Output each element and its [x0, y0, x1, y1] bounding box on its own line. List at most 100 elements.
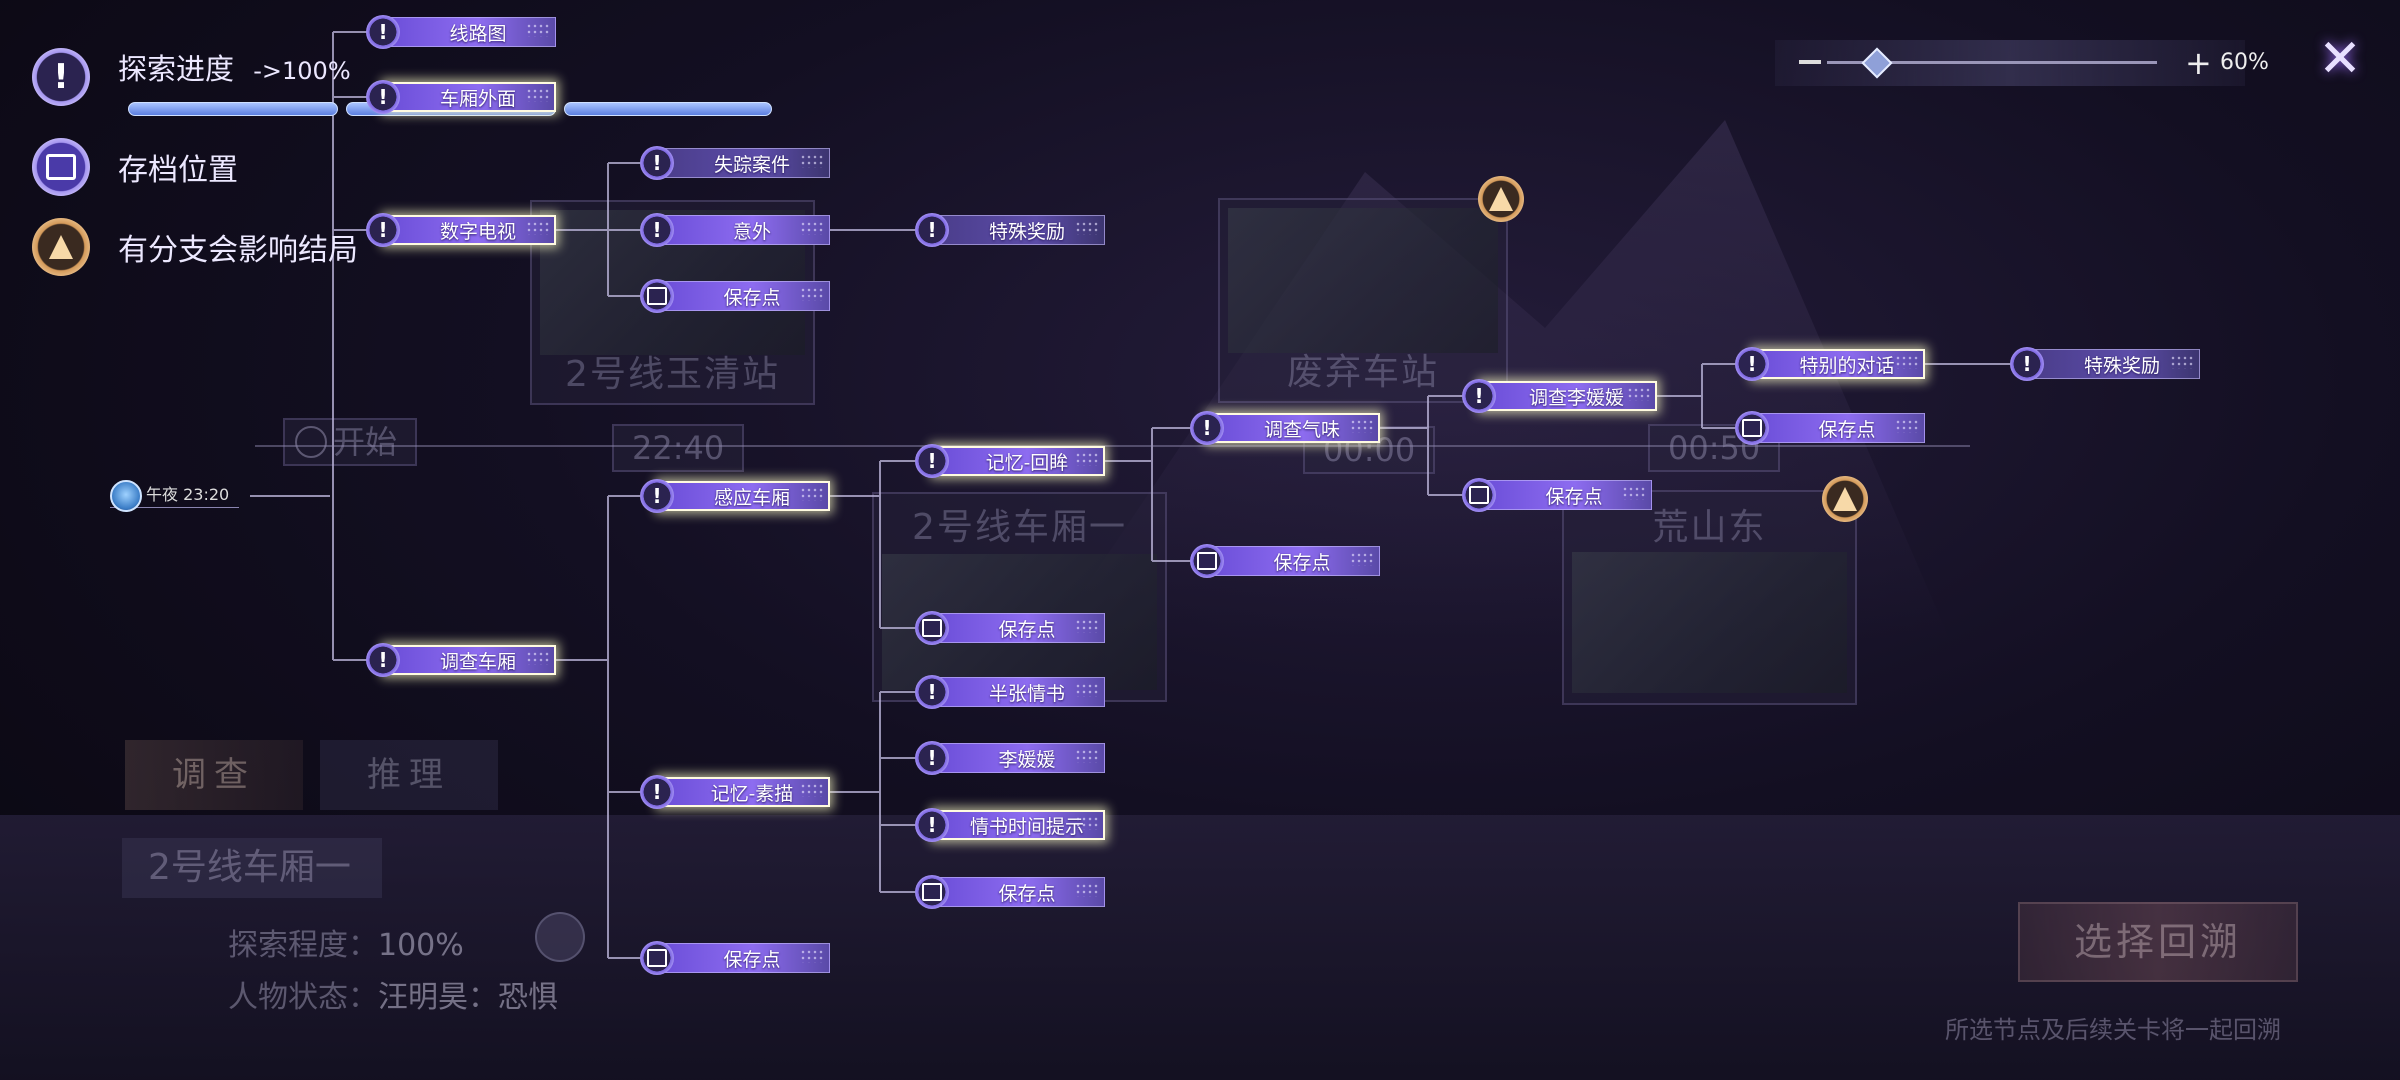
node-label: 特殊奖励 [2083, 354, 2160, 377]
explore-value: 100% [378, 928, 464, 963]
zoom-slider-track[interactable] [1827, 61, 2157, 64]
exclamation-icon: ! [2010, 347, 2044, 381]
station-name: 2号线玉清站 [565, 354, 780, 395]
select-rollback-button[interactable]: 选择回溯 [2018, 902, 2298, 982]
node-label: 调查李媛媛 [1528, 386, 1624, 409]
rollback-hint: 所选节点及后续关卡将一起回溯 [1945, 1016, 2281, 1044]
node-save-6[interactable]: 保存点 [915, 875, 1105, 909]
dot-pattern [800, 287, 824, 301]
node-investigate-li[interactable]: ! 调查李媛媛 [1462, 379, 1657, 413]
dot-pattern [1075, 816, 1099, 830]
node-label: 保存点 [723, 948, 781, 971]
exclamation-icon: ! [1462, 379, 1496, 413]
progress-value: ->100% [253, 57, 351, 85]
node-accident[interactable]: ! 意外 [640, 213, 830, 247]
node-save-4[interactable]: 保存点 [1462, 478, 1652, 512]
node-label: 车厢外面 [439, 87, 516, 110]
dot-pattern [1350, 552, 1374, 566]
tab-reason[interactable]: 推理 [320, 740, 498, 810]
exclamation-icon: ! [640, 479, 674, 513]
start-marker[interactable]: 开始 [283, 418, 418, 466]
zoom-out-button[interactable] [1799, 60, 1821, 64]
node-label: 保存点 [1818, 418, 1876, 441]
dot-pattern [1350, 419, 1374, 433]
branch-marker-icon [1478, 176, 1524, 222]
time-marker-2240: 22:40 [612, 424, 745, 472]
node-special-dialog[interactable]: ! 特别的对话 [1735, 347, 1925, 381]
node-digital-tv[interactable]: ! 数字电视 [366, 213, 556, 247]
dot-pattern [1622, 486, 1646, 500]
exclamation-icon: ! [915, 444, 949, 478]
branch-legend-label: 有分支会影响结局 [118, 233, 358, 268]
node-special-reward-2[interactable]: ! 特殊奖励 [2010, 347, 2200, 381]
node-label: 调查车厢 [439, 650, 516, 673]
play-icon [295, 426, 327, 458]
exclamation-icon: ! [366, 80, 400, 114]
node-memory-glance[interactable]: ! 记忆-回眸 [915, 444, 1105, 478]
node-save-3[interactable]: 保存点 [1190, 544, 1380, 578]
node-save-2[interactable]: 保存点 [915, 611, 1105, 645]
dot-pattern [1627, 387, 1651, 401]
zoom-slider-thumb[interactable] [1860, 47, 1893, 79]
station-photo [1572, 552, 1847, 693]
zoom-control: + 60% [1775, 40, 2269, 86]
dot-pattern [1075, 683, 1099, 697]
station-name: 废弃车站 [1286, 352, 1439, 393]
exclamation-icon: ! [1190, 411, 1224, 445]
node-save-5[interactable]: 保存点 [1735, 411, 1925, 445]
save-folder-icon [640, 279, 674, 313]
save-folder-icon [1462, 478, 1496, 512]
car-card-title: 2号线车厢一 [912, 507, 1127, 548]
zoom-in-button[interactable]: + [2185, 44, 2212, 82]
dot-pattern [2170, 355, 2194, 369]
dot-pattern [526, 221, 550, 235]
share-icon[interactable] [535, 912, 585, 962]
node-label: 失踪案件 [713, 153, 790, 176]
moon-cloud-icon [110, 480, 142, 512]
dot-pattern [800, 949, 824, 963]
legend-save: 存档位置 [32, 138, 238, 196]
start-time-label: 午夜 23:20 [146, 485, 230, 504]
node-investigate-car[interactable]: ! 调查车厢 [366, 643, 556, 677]
node-sense-car[interactable]: ! 感应车厢 [640, 479, 830, 513]
save-legend-label: 存档位置 [118, 153, 238, 188]
node-missing-case[interactable]: ! 失踪案件 [640, 146, 830, 180]
node-label: 保存点 [723, 286, 781, 309]
dot-pattern [1075, 883, 1099, 897]
node-memory-sketch[interactable]: ! 记忆-素描 [640, 775, 830, 809]
node-label: 记忆-素描 [710, 782, 794, 805]
save-folder-icon [915, 875, 949, 909]
exclamation-icon: ! [366, 15, 400, 49]
node-save-1[interactable]: 保存点 [640, 279, 830, 313]
exclamation-icon: ! [640, 146, 674, 180]
tab-investigate[interactable]: 调查 [125, 740, 303, 810]
bottom-info-panel [0, 815, 2400, 1080]
dot-pattern [800, 221, 824, 235]
dot-pattern [1075, 221, 1099, 235]
node-investigate-smell[interactable]: ! 调查气味 [1190, 411, 1380, 445]
node-label: 半张情书 [988, 682, 1065, 705]
node-route-map[interactable]: ! 线路图 [366, 15, 556, 49]
node-label: 特殊奖励 [988, 220, 1065, 243]
node-special-reward-1[interactable]: ! 特殊奖励 [915, 213, 1105, 247]
node-letter-time-hint[interactable]: ! 情书时间提示 [915, 808, 1105, 842]
dot-pattern [1075, 749, 1099, 763]
node-label: 特别的对话 [1799, 354, 1895, 377]
exclamation-icon: ! [366, 213, 400, 247]
close-button[interactable]: ✕ [2318, 29, 2362, 89]
character-status: 人物状态：汪明昊：恐惧 [228, 972, 558, 1016]
branch-marker-icon [1822, 476, 1868, 522]
node-li-yuanyuan[interactable]: ! 李媛媛 [915, 741, 1105, 775]
node-label: 记忆-回眸 [985, 451, 1069, 474]
node-label: 意外 [732, 220, 771, 243]
dot-pattern [1895, 355, 1919, 369]
explore-label: 探索程度： [228, 928, 378, 963]
node-car-exterior[interactable]: ! 车厢外面 [366, 80, 556, 114]
node-save-7[interactable]: 保存点 [640, 941, 830, 975]
exclamation-icon: ! [640, 775, 674, 809]
node-label: 保存点 [998, 882, 1056, 905]
dot-pattern [526, 651, 550, 665]
exclamation-icon: ! [32, 48, 90, 106]
node-half-letter[interactable]: ! 半张情书 [915, 675, 1105, 709]
status-value: 汪明昊：恐惧 [378, 980, 558, 1015]
